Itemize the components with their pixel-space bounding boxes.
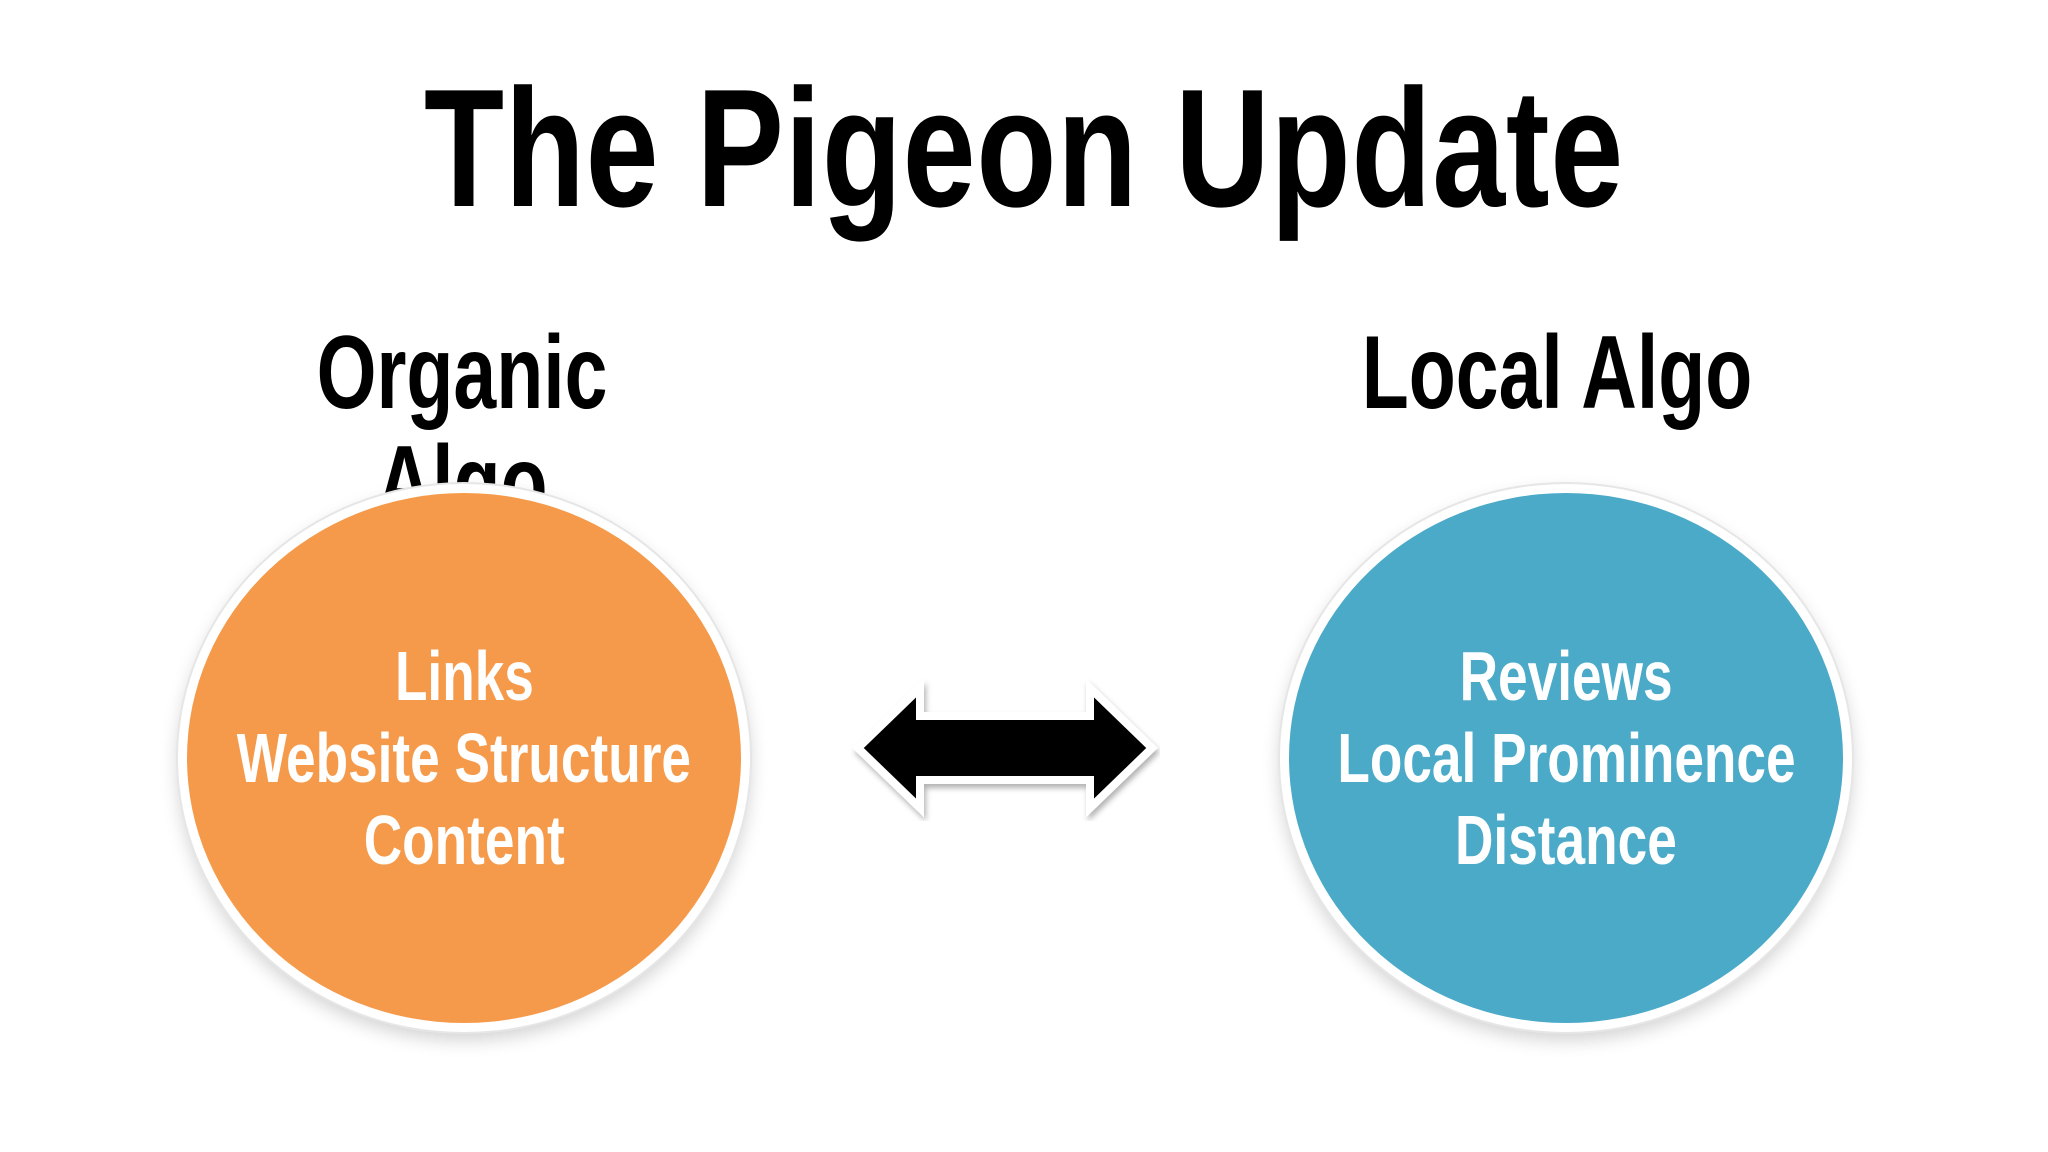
factor-website-structure: Website Structure [236, 719, 692, 797]
factor-links: Links [394, 637, 534, 715]
factor-distance: Distance [1455, 801, 1677, 879]
double-arrow-icon [852, 678, 1158, 818]
local-algo-factors: Reviews Local Prominence Distance [1289, 493, 1843, 1023]
organic-algo-heading: Organic Algo [316, 315, 608, 541]
factor-local-prominence: Local Prominence [1336, 719, 1796, 797]
local-algo-heading: Local Algo [1361, 315, 1753, 431]
organic-algo-circle: Links Website Structure Content [178, 484, 750, 1032]
diagram-title: The Pigeon Update [424, 54, 1624, 242]
organic-algo-factors: Links Website Structure Content [187, 493, 741, 1023]
local-algo-circle: Reviews Local Prominence Distance [1280, 484, 1852, 1032]
double-arrow-shape [852, 678, 1158, 818]
factor-reviews: Reviews [1459, 637, 1673, 715]
factor-content: Content [363, 801, 565, 879]
